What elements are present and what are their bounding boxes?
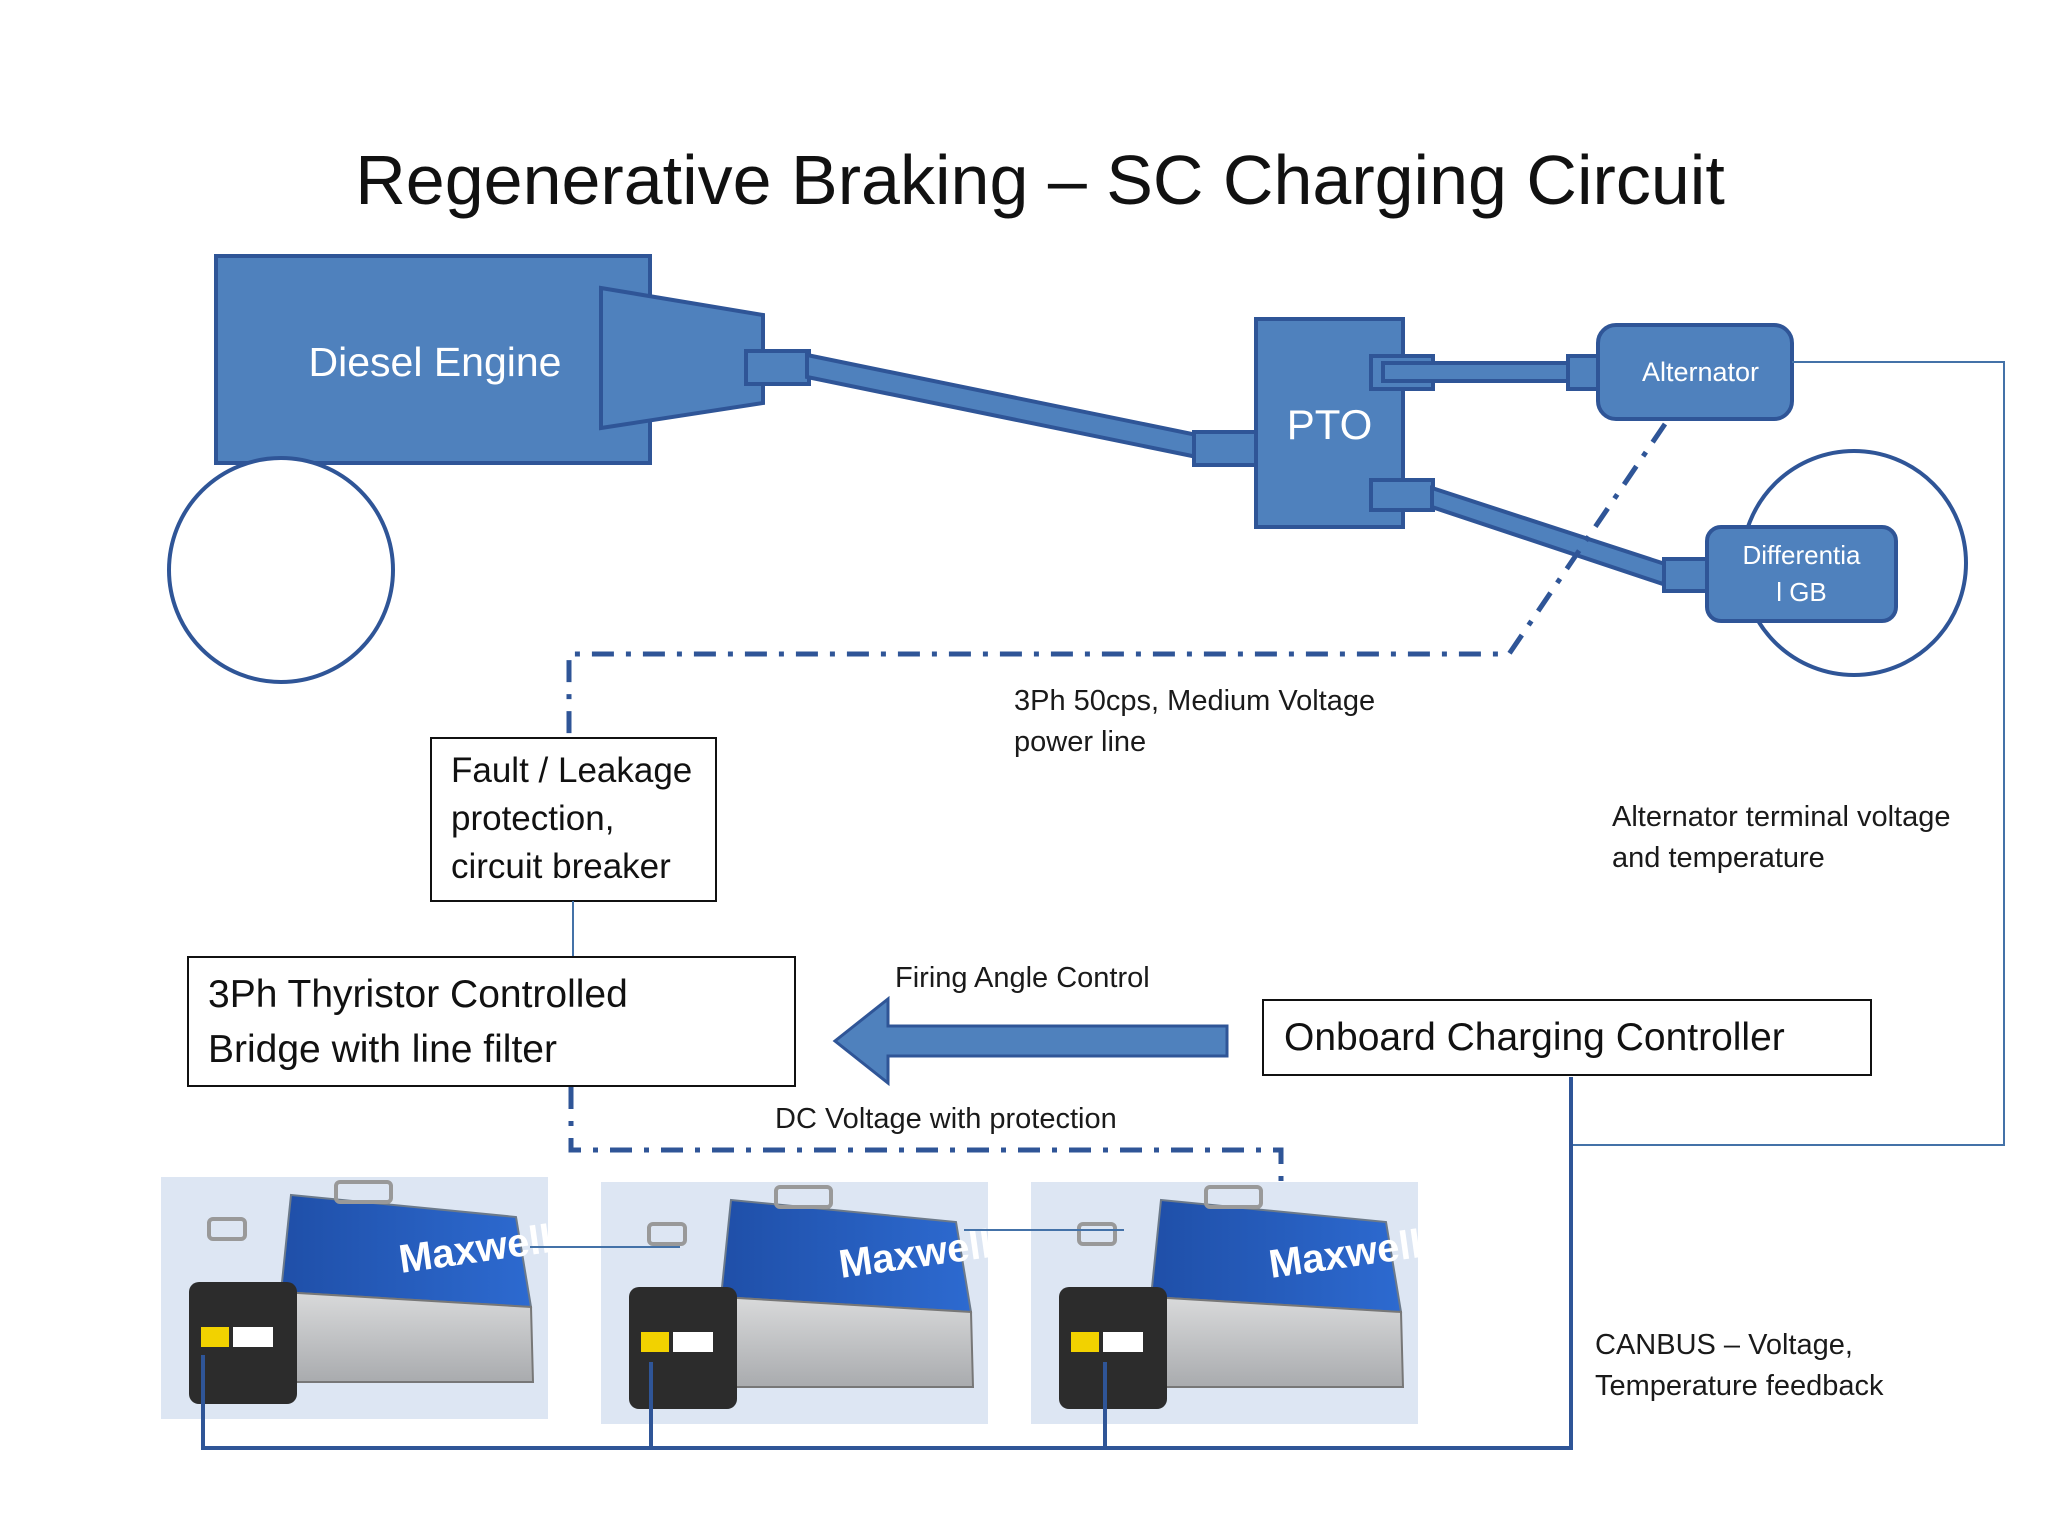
diesel-engine-block [214,254,652,465]
alternator-block [1596,323,1794,421]
supercapacitor-module-2: Maxwell [601,1182,994,1424]
differential-gb-block [1705,525,1898,623]
thyristor-bridge-text: 3Ph Thyristor Controlled Bridge with lin… [208,967,628,1077]
alternator-feedback-line [1573,361,2005,1146]
fault-protection-line-1: Fault / Leakage [451,751,693,790]
fault-protection-line-3: circuit breaker [451,847,671,886]
alternator-label: Alternator [1641,356,1760,387]
fault-protection-line-2: protection, [451,799,615,838]
thyristor-bridge-box [187,956,796,1087]
drive-shaft [805,352,1199,460]
differential-gb-line-1: Differentia [1742,540,1861,570]
pto-differential-coupling [1369,478,1435,512]
page-title: Regenerative Braking – SC Charging Circu… [355,141,1725,219]
thyristor-bridge-line-2: Bridge with line filter [208,1028,557,1071]
dc-voltage-label: DC Voltage with protection [775,1103,1117,1135]
supercapacitor-module-1: Maxwell [161,1177,554,1419]
canbus-label: CANBUS – Voltage, Temperature feedback [1595,1325,1884,1407]
canbus-label-line-1: CANBUS – Voltage, [1595,1329,1853,1361]
alternator-feedback-label: Alternator terminal voltage and temperat… [1612,797,1951,879]
charging-controller-text: Onboard Charging Controller [1284,1016,1785,1059]
alternator-shaft [1381,361,1580,383]
power-line-label-line-2: power line [1014,726,1147,758]
power-line-3ph [566,422,1668,737]
canbus-line [201,1077,1573,1450]
fault-protection-text: Fault / Leakage protection, circuit brea… [451,747,692,891]
wheel-left-icon [167,456,395,684]
alternator-feedback-line-2: and temperature [1612,842,1825,874]
differential-shaft [1430,485,1671,587]
supercapacitor-module-3: Maxwell [1031,1182,1424,1424]
canbus-label-line-2: Temperature feedback [1595,1370,1884,1402]
thyristor-bridge-line-1: 3Ph Thyristor Controlled [208,973,628,1016]
differential-gb-label: Differentia l GB [1707,532,1896,616]
alternator-feedback-line-1: Alternator terminal voltage [1612,801,1951,833]
pto-label: PTO [1286,401,1373,448]
dc-voltage-line [568,1087,1284,1215]
firing-angle-label: Firing Angle Control [895,962,1150,994]
power-line-label-line-1: 3Ph 50cps, Medium Voltage [1014,685,1376,717]
power-line-label: 3Ph 50cps, Medium Voltage power line [1014,681,1375,763]
engine-output-coupling [744,349,811,386]
differential-gb-line-2: l GB [1776,577,1827,607]
engine-bellhousing [599,285,765,431]
charging-controller-box [1262,999,1872,1076]
pto-input-coupling [1192,430,1260,467]
diesel-engine-label: Diesel Engine [308,338,562,385]
firing-angle-arrow-icon [832,995,1229,1087]
